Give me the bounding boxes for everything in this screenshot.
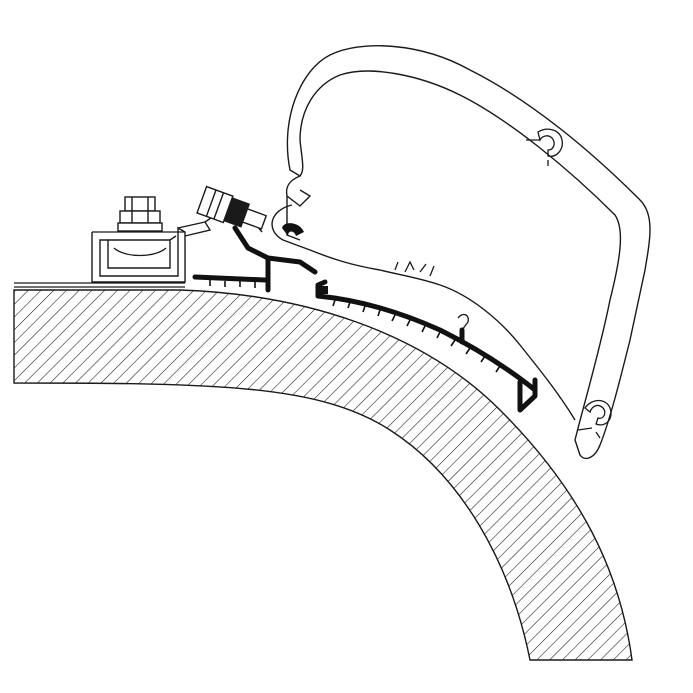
angled-bolt	[196, 185, 268, 230]
wall-rail	[91, 226, 186, 283]
roof-top-line	[14, 282, 185, 288]
bolt	[117, 196, 163, 232]
adapter-teeth	[209, 280, 501, 373]
awning-cassette	[271, 45, 651, 460]
roof-section	[13, 289, 633, 661]
end-cap	[282, 223, 328, 294]
adapter-profile	[192, 225, 538, 413]
